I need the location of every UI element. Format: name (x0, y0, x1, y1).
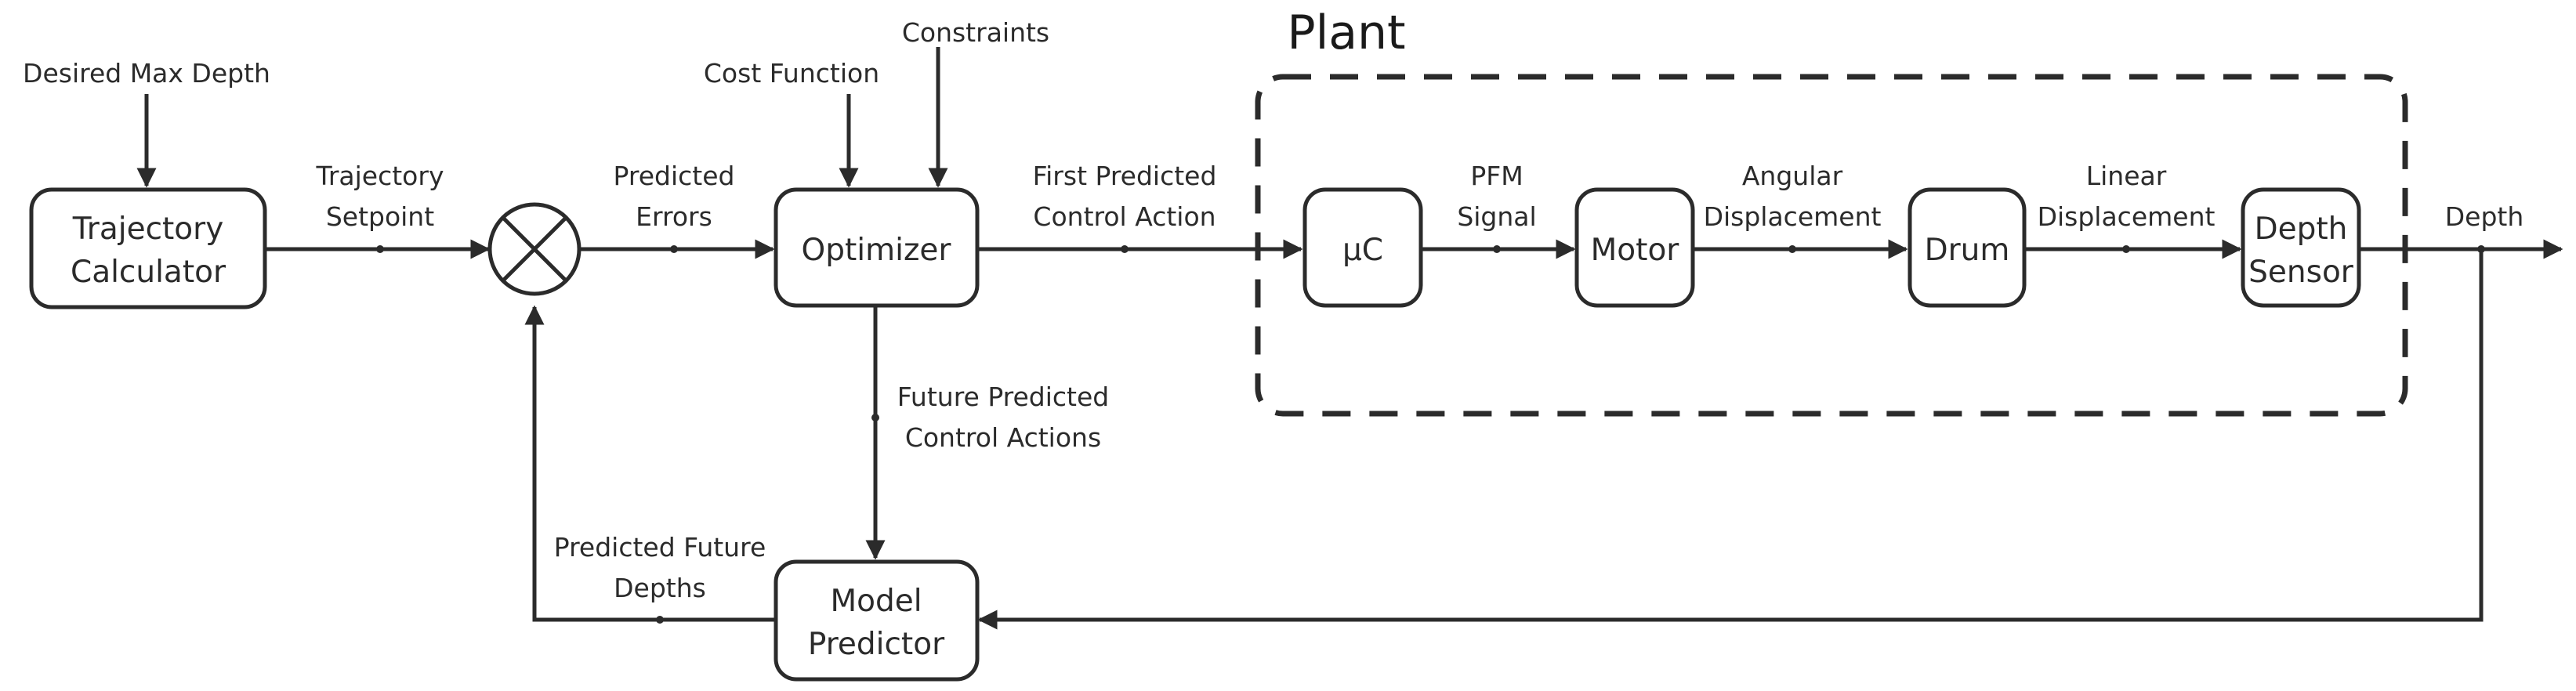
drum-block: Drum (1908, 187, 2027, 308)
constraints-label: Constraints (902, 17, 1049, 48)
pfm-signal-label-line1: PFM (1470, 161, 1523, 191)
plant-boundary (1255, 74, 2408, 417)
predicted-errors-label-line2: Errors (636, 201, 712, 232)
depth-label: Depth (2445, 201, 2524, 232)
depth-sensor-block: Depth Sensor (2241, 187, 2361, 308)
predicted-future-depths-label-line1: Predicted Future (554, 532, 766, 563)
linear-displacement-label-line2: Displacement (2038, 201, 2216, 232)
angular-displacement-label-line1: Angular (1742, 161, 1843, 191)
depth-feedback-wire (977, 249, 2484, 630)
pfm-signal-label-line2: Signal (1457, 201, 1536, 232)
motor-label: Motor (1591, 233, 1680, 268)
predicted-future-depths-wire (524, 305, 776, 622)
model-predictor-label-line2: Predictor (808, 627, 945, 662)
first-predicted-control-action-label-line2: Control Action (1033, 201, 1216, 232)
trajectory-setpoint-label-line2: Setpoint (326, 201, 434, 232)
desired-max-depth-label: Desired Max Depth (23, 58, 270, 89)
optimizer-block: Optimizer (774, 187, 980, 308)
linear-displacement-label-line1: Linear (2086, 161, 2167, 191)
trajectory-calculator-label-line1: Trajectory (72, 212, 224, 247)
future-predicted-control-actions-label-line1: Future Predicted (897, 382, 1110, 412)
predicted-errors-label-line1: Predicted (614, 161, 735, 191)
trajectory-calculator-label-line2: Calculator (71, 255, 226, 290)
predicted-future-depths-label-line2: Depths (614, 573, 706, 603)
model-predictor-label-line1: Model (830, 584, 922, 619)
drum-label: Drum (1925, 233, 2010, 268)
first-predicted-control-action-label-line1: First Predicted (1033, 161, 1217, 191)
motor-block: Motor (1574, 187, 1695, 308)
trajectory-setpoint-label-line1: Trajectory (316, 161, 444, 191)
microcontroller-label: µC (1342, 233, 1383, 268)
trajectory-calculator-block: Trajectory Calculator (29, 187, 267, 309)
summing-junction (487, 202, 582, 296)
cost-function-label: Cost Function (704, 58, 879, 89)
angular-displacement-label-line2: Displacement (1704, 201, 1882, 232)
future-predicted-control-actions-label-line2: Control Actions (905, 422, 1101, 453)
model-predictor-block: Model Predictor (774, 559, 980, 682)
optimizer-label: Optimizer (802, 233, 952, 268)
depth-sensor-label-line2: Sensor (2248, 255, 2354, 290)
plant-title: Plant (1287, 5, 1405, 60)
microcontroller-block: µC (1302, 187, 1423, 308)
depth-sensor-label-line1: Depth (2255, 212, 2348, 247)
